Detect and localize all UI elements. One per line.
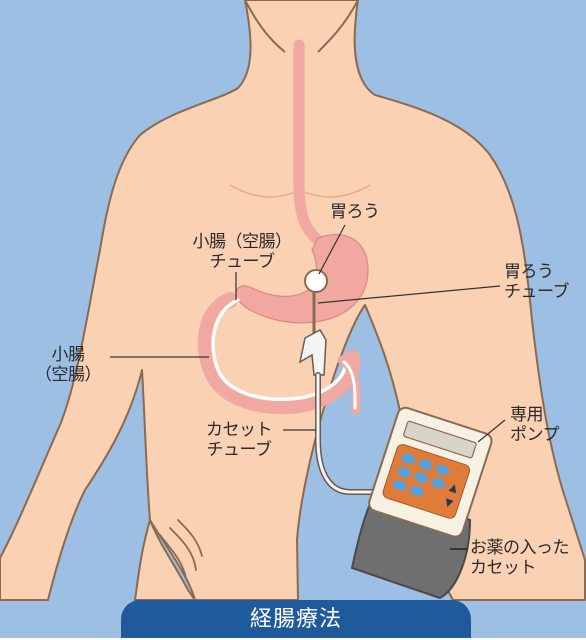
caption-title: 経腸療法	[250, 607, 342, 632]
label-medicine-cassette-line2: カセット	[470, 558, 569, 578]
gastrostomy-port	[305, 270, 327, 292]
label-gastrostomy-tube-line1: 胃ろう	[504, 262, 569, 282]
label-cassette-tube-line1: カセット	[196, 420, 282, 440]
label-medicine-cassette: お薬の入った カセット	[470, 538, 569, 578]
label-gastrostomy-text: 胃ろう	[330, 202, 380, 222]
label-dedicated-pump: 専用 ポンプ	[510, 405, 559, 445]
label-gastrostomy: 胃ろう	[330, 202, 380, 222]
label-small-intestine-line2: （空腸）	[28, 365, 108, 385]
label-dedicated-pump-line2: ポンプ	[510, 425, 559, 445]
label-cassette-tube-line2: チューブ	[196, 440, 282, 460]
label-cassette-tube: カセット チューブ	[196, 420, 282, 460]
label-small-intestine-tube: 小腸（空腸） チューブ	[168, 232, 316, 272]
label-gastrostomy-tube-line2: チューブ	[504, 282, 569, 302]
label-gastrostomy-tube: 胃ろう チューブ	[504, 262, 569, 302]
label-dedicated-pump-line1: 専用	[510, 405, 559, 425]
label-small-intestine-tube-line1: 小腸（空腸）	[168, 232, 316, 252]
caption-bar: 経腸療法	[121, 600, 471, 638]
label-small-intestine: 小腸 （空腸）	[28, 345, 108, 385]
label-small-intestine-line1: 小腸	[28, 345, 108, 365]
label-small-intestine-tube-line2: チューブ	[168, 252, 316, 272]
label-medicine-cassette-line1: お薬の入った	[470, 538, 569, 558]
